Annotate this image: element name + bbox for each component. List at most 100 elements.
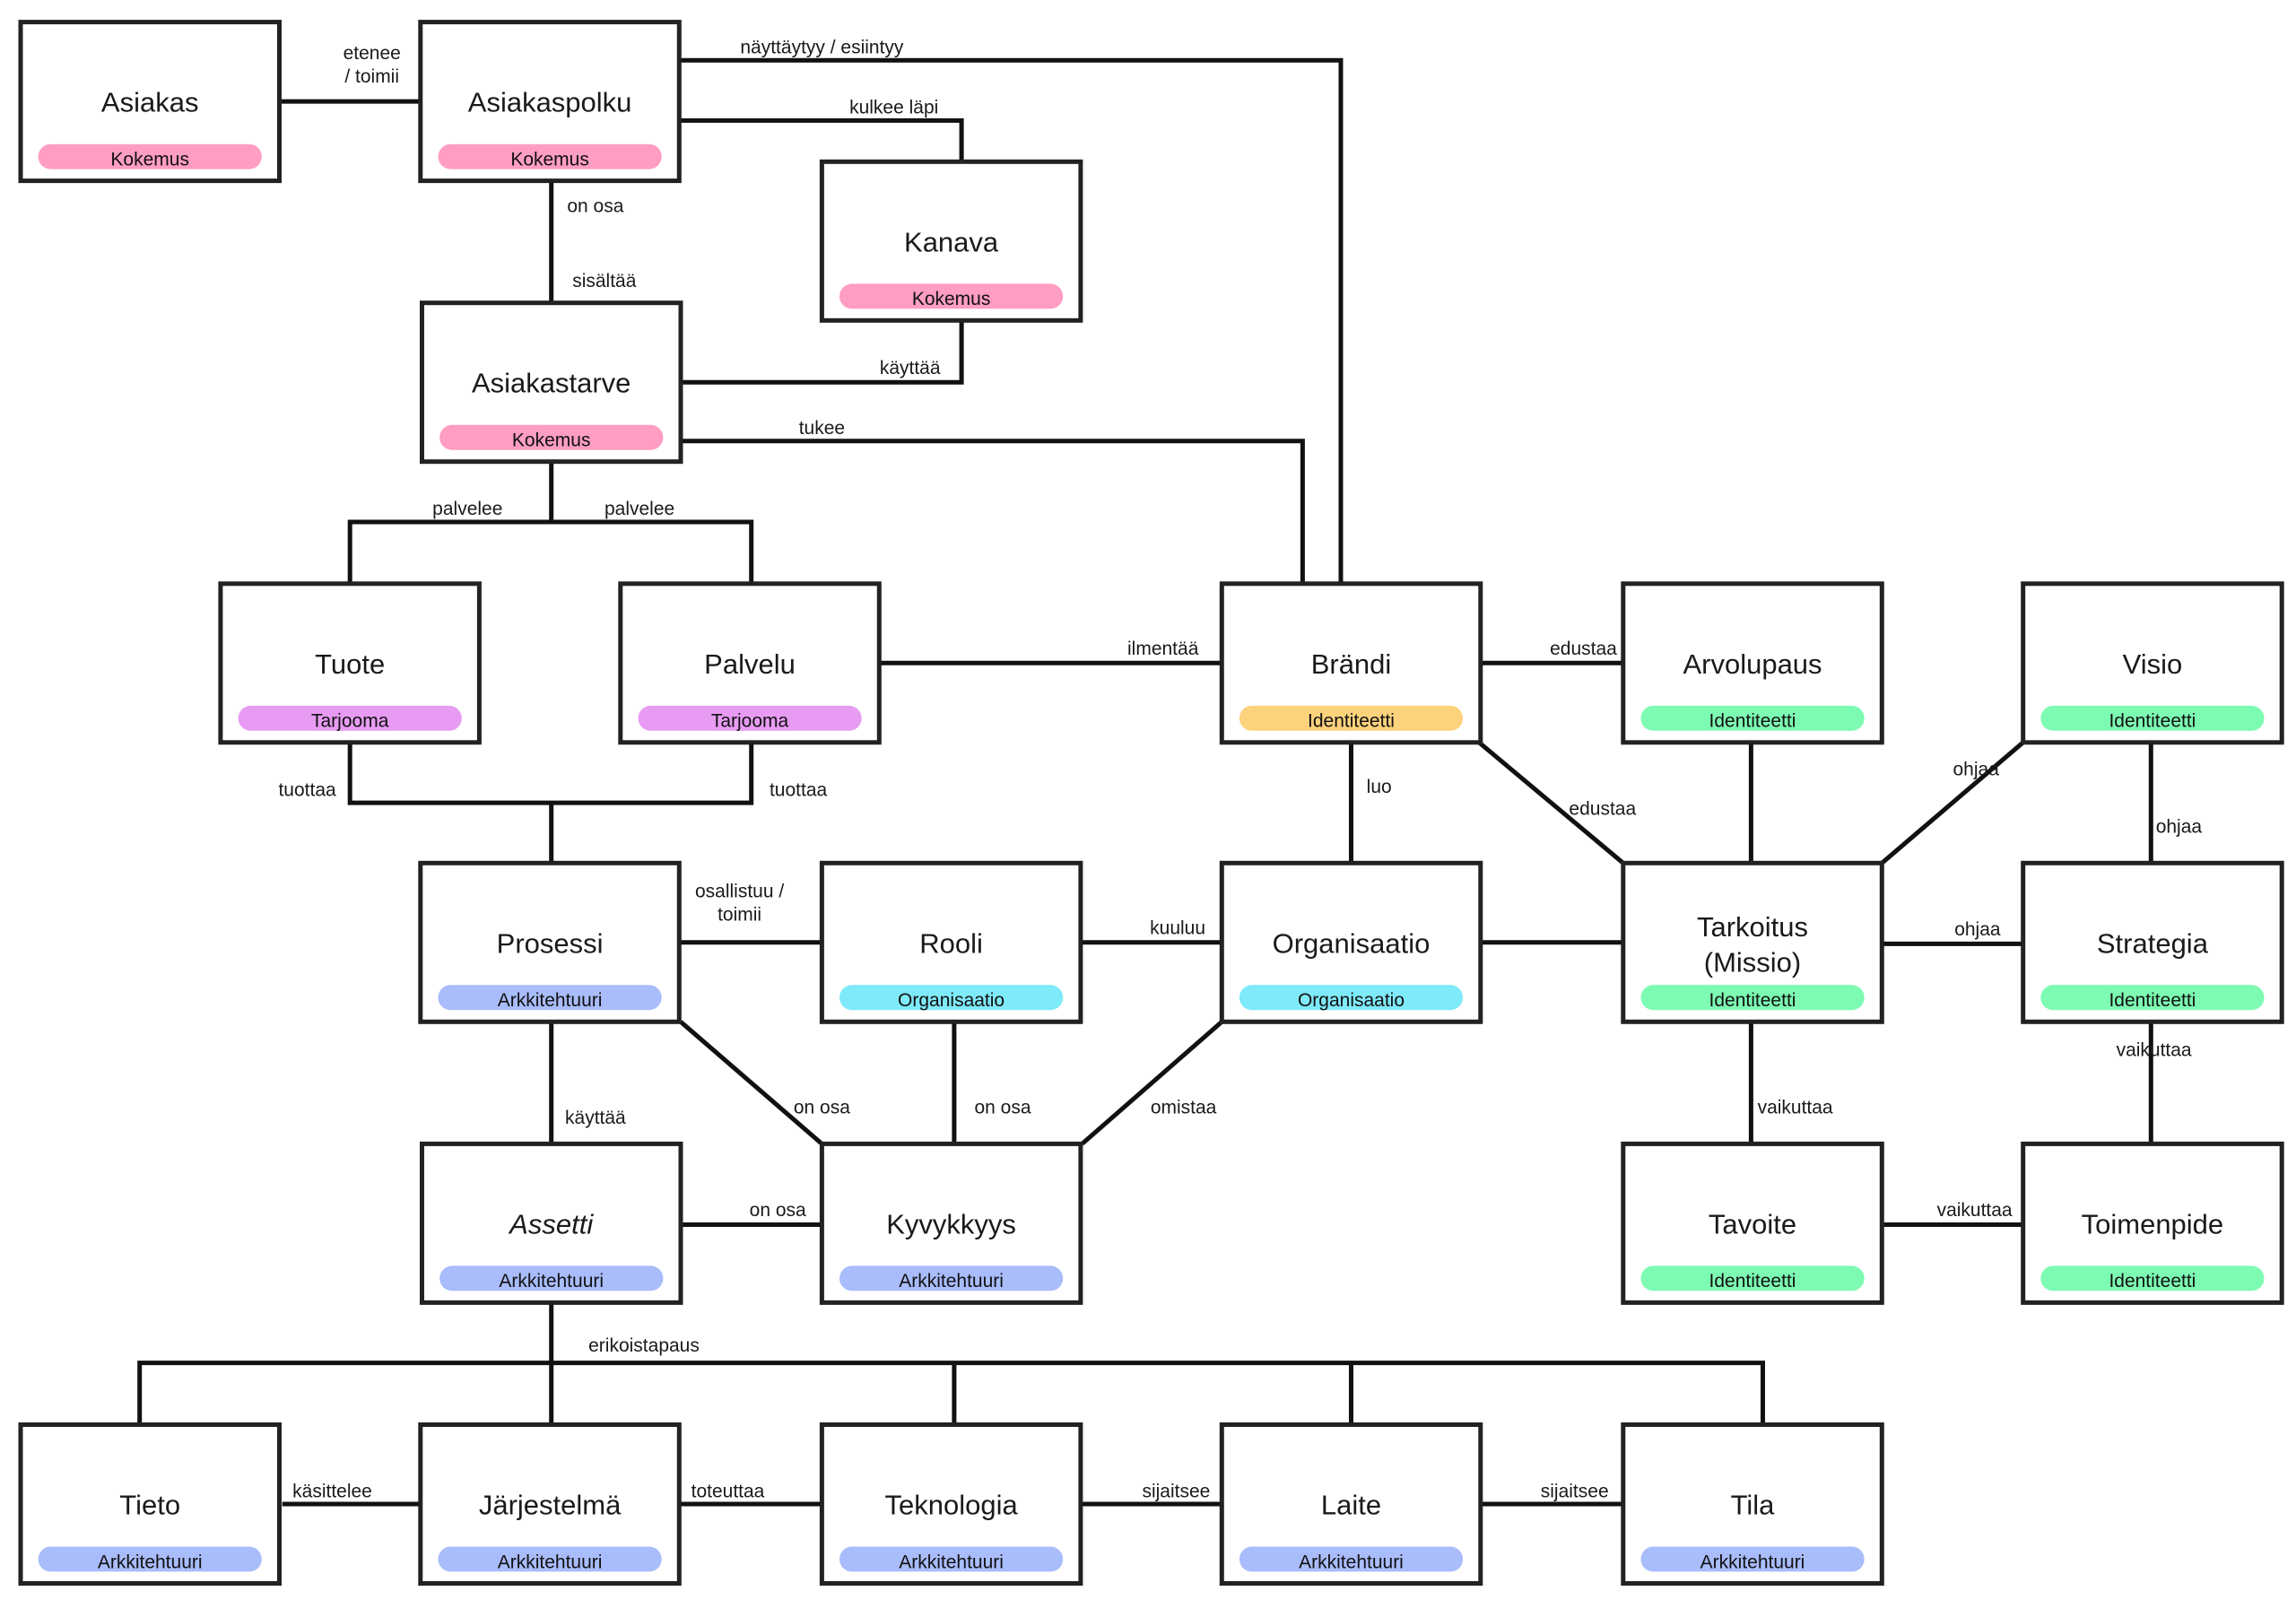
category-pill — [439, 424, 664, 450]
node-title: Brändi — [1311, 648, 1392, 680]
node-tarkoitus[interactable]: Tarkoitus(Missio)Identiteetti — [1621, 860, 1884, 1024]
concept-nodes: AsiakasKokemusAsiakaspolkuKokemusKanavaK… — [18, 20, 2284, 1586]
connector-line — [1080, 1020, 1223, 1146]
relation-label-kuuluu: kuuluu — [1150, 917, 1205, 938]
relation-label-luo: luo — [1367, 777, 1392, 797]
relation-label-erikoistapaus: erikoistapaus — [588, 1335, 700, 1356]
category-pill — [2040, 705, 2265, 731]
relation-label-osallistuu: toimii — [718, 905, 761, 926]
node-title: Tavoite — [1709, 1208, 1796, 1239]
relation-label-edustaa_1: edustaa — [1550, 639, 1617, 659]
relation-label-vaikuttaa_3: vaikuttaa — [1937, 1200, 2013, 1221]
relation-label-on_osa_assetti: on osa — [750, 1200, 806, 1221]
relation-label-palvelee_1: palvelee — [432, 499, 502, 519]
category-pill — [1640, 1546, 1865, 1572]
relation-label-etenee: / toimii — [344, 66, 399, 87]
node-title: Asiakas — [101, 87, 199, 118]
category-pill — [1239, 985, 1464, 1011]
connector-line — [347, 461, 554, 584]
relation-label-ohjaa_1: ohjaa — [1953, 759, 2000, 779]
category-tag: Kokemus — [510, 149, 589, 170]
category-pill — [839, 1546, 1064, 1572]
category-pill — [1640, 985, 1865, 1011]
relation-label-tukee: tukee — [799, 418, 845, 439]
node-title: Organisaatio — [1273, 927, 1431, 959]
category-tag: Identiteetti — [2109, 1271, 2196, 1291]
category-pill — [438, 143, 662, 170]
relation-label-ohjaa_2: ohjaa — [2156, 816, 2203, 837]
category-pill — [839, 283, 1064, 309]
category-pill — [438, 1546, 662, 1572]
category-tag: Identiteetti — [1709, 711, 1796, 732]
relation-label-palvelee_2: palvelee — [604, 499, 674, 519]
category-pill — [839, 1265, 1064, 1291]
node-title: Rooli — [919, 927, 983, 959]
connector-line — [679, 1020, 824, 1146]
category-tag: Tarjooma — [711, 711, 789, 732]
category-tag: Identiteetti — [2109, 990, 2196, 1011]
category-tag: Arkkitehtuuri — [899, 1271, 1004, 1291]
category-tag: Tarjooma — [311, 711, 389, 732]
node-title: Kanava — [904, 226, 999, 257]
category-pill — [2040, 985, 2265, 1011]
relation-label-sijaitsee_2: sijaitsee — [1541, 1481, 1609, 1501]
relation-label-kayttaa_kanava: käyttää — [880, 358, 941, 378]
node-title: Asiakaspolku — [468, 87, 632, 118]
category-tag: Arkkitehtuuri — [899, 1552, 1004, 1572]
connector-line — [551, 519, 754, 584]
relation-label-kasittelee: käsittelee — [292, 1481, 372, 1501]
node-title: Tuote — [315, 648, 385, 680]
relation-label-edustaa_2: edustaa — [1569, 799, 1636, 820]
node-title: Tarkoitus — [1697, 911, 1808, 943]
node-title: Strategia — [2097, 927, 2209, 959]
category-tag: Arkkitehtuuri — [1700, 1552, 1805, 1572]
category-tag: Arkkitehtuuri — [1299, 1552, 1404, 1572]
category-tag: Arkkitehtuuri — [98, 1552, 203, 1572]
connector-lines — [137, 57, 2153, 1507]
connector-line — [681, 322, 964, 385]
category-pill — [438, 985, 662, 1011]
relation-label-omistaa: omistaa — [1151, 1097, 1217, 1117]
relation-label-toteuttaa: toteuttaa — [691, 1481, 765, 1501]
category-pill — [839, 985, 1064, 1011]
category-tag: Identiteetti — [1709, 1271, 1796, 1291]
category-pill — [38, 1546, 262, 1572]
node-title: Prosessi — [497, 927, 604, 959]
category-tag: Identiteetti — [1709, 990, 1796, 1011]
category-tag: Identiteetti — [2109, 711, 2196, 732]
relation-label-ohjaa_3: ohjaa — [1954, 919, 2001, 940]
relation-label-vaikuttaa_1: vaikuttaa — [1758, 1097, 1833, 1117]
category-tag: Arkkitehtuuri — [498, 1552, 603, 1572]
category-tag: Organisaatio — [1298, 990, 1405, 1011]
node-title: Järjestelmä — [479, 1490, 622, 1521]
relation-label-osallistuu: osallistuu / — [695, 881, 784, 901]
connector-line — [1477, 740, 1625, 865]
category-tag: Kokemus — [110, 149, 189, 170]
category-pill — [439, 1265, 664, 1291]
relation-label-sisaltaa: sisältää — [572, 271, 637, 291]
connector-line — [137, 1361, 1765, 1425]
